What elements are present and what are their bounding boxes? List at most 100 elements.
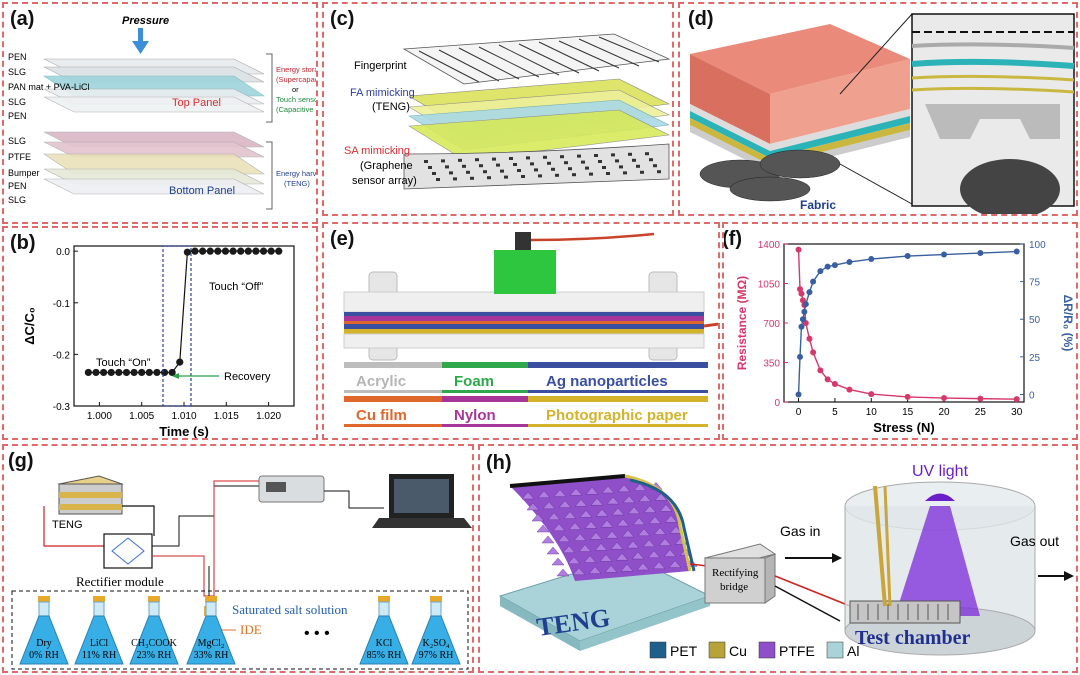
sensor-pixel [653,164,657,168]
sensor-pixel [589,172,593,176]
flask-salt-label: CH₃COOK [131,638,177,649]
ptfe-microstructure [552,523,566,532]
legend-label: PET [670,643,698,659]
sensor-pixel [453,177,457,181]
x-tick-label: 1.010 [171,411,196,422]
y-axis-label: ΔC/C₀ [22,307,37,345]
flask-rh-label: 0% RH [29,650,59,661]
flask-icon [186,615,236,665]
sensor-pixel [547,161,551,165]
data-point-right [797,353,803,360]
legend-underline [528,390,708,393]
data-point [214,247,222,255]
data-point [183,248,191,256]
ptfe-microstructure [659,504,673,512]
sensor-pixel [458,158,462,162]
sensor-pixel [475,158,479,162]
ptfe-microstructure [615,552,629,561]
fabric-skin-diagram: Fabric [690,13,1075,214]
sensor-pixel [526,156,530,160]
sensor-pixel [462,164,466,168]
sa-sub-label-2: sensor array) [352,175,417,187]
ptfe-microstructure [604,565,618,573]
ptfe-microstructure [547,512,561,521]
data-point-right [817,268,824,275]
x-tick-label: 1.020 [256,411,281,422]
sensor-pixel [470,176,474,180]
ide-label: IDE [240,622,262,637]
flask-rh-label: 23% RH [137,650,172,661]
ptfe-microstructure [526,502,540,511]
data-point [244,247,252,255]
flask-cap [430,596,442,602]
legend-underline [442,424,528,427]
ptfe-microstructure [557,534,571,543]
legend-label: Photographic paper [546,407,688,424]
ptfe-microstructure [600,519,614,528]
legend-label: Foam [454,373,494,390]
ptfe-microstructure [589,532,603,540]
data-point [100,368,108,377]
panel-a: (a) Pressure PEN SLG PAN mat + PVA-LiCl … [2,2,318,224]
x-tick-label: 1.005 [129,411,154,422]
layer-stack-diagram: Pressure PEN SLG PAN mat + PVA-LiCl SLG … [8,15,318,210]
data-point [275,247,283,255]
sensor-pixel [555,173,559,177]
ptfe-microstructure [537,490,551,498]
flask-salt-label: MgCl₂ [198,638,225,649]
data-point-right [904,253,911,260]
sensor-pixel [504,175,508,179]
ptfe-microstructure [652,561,666,570]
legend-swatch [528,362,708,368]
y-axis-label-right: ΔR/R₀ (%) [1061,295,1075,352]
ptfe-microstructure [542,501,556,509]
legend-swatch [649,641,667,659]
ptfe-microstructure [643,505,657,513]
sa-sub-label-1: (Graphene [360,160,413,172]
legend-swatch [758,641,776,659]
ptfe-microstructure [546,546,560,555]
flask-neck [93,601,105,617]
sensor-electrode [849,600,961,624]
x-tick-label: 15 [902,407,914,418]
sensor-pixel [615,159,619,163]
touch-sensor-label: Touch sensor [276,95,318,104]
ptfe-microstructure [605,530,619,539]
sensor-pixel [449,171,453,175]
flask-rh-label: 33% RH [194,650,229,661]
legend-underline [528,424,708,427]
data-point-right [798,323,805,330]
ptfe-microstructure [622,495,636,503]
x-tick-label: 10 [866,407,878,418]
data-point-right [824,263,831,270]
legend-label: PTFE [779,643,815,659]
data-point [84,368,92,377]
y-tick-label: 0.0 [56,247,70,258]
data-point-left [1013,396,1020,403]
ptfe-microstructure [664,515,678,523]
ptfe-microstructure [594,543,608,551]
flask-neck [205,601,217,617]
ptfe-microstructure [553,489,567,497]
rectifier-label-2: bridge [720,581,748,593]
gas-out-label: Gas out [1010,533,1059,549]
x-tick-label: 20 [938,407,950,418]
bottom-layer-3: Bumper [8,168,40,178]
ptfe-microstructure [633,483,647,491]
data-point [252,247,260,255]
gas-in-arrow-icon [832,553,842,563]
ptfe-microstructure [616,518,630,527]
fabric-label: Fabric [800,198,836,212]
ptfe-microstructure [558,500,572,508]
ptfe-microstructure [578,544,592,552]
top-layer-1: PEN [8,52,27,62]
sensor-pixel [466,170,470,174]
sensor-pixel [611,153,615,157]
legend-swatch [442,362,528,368]
ptfe-microstructure [531,513,545,522]
ptfe-microstructure [636,562,650,571]
panel-label-e: (e) [330,228,355,250]
data-point-left [904,393,911,400]
